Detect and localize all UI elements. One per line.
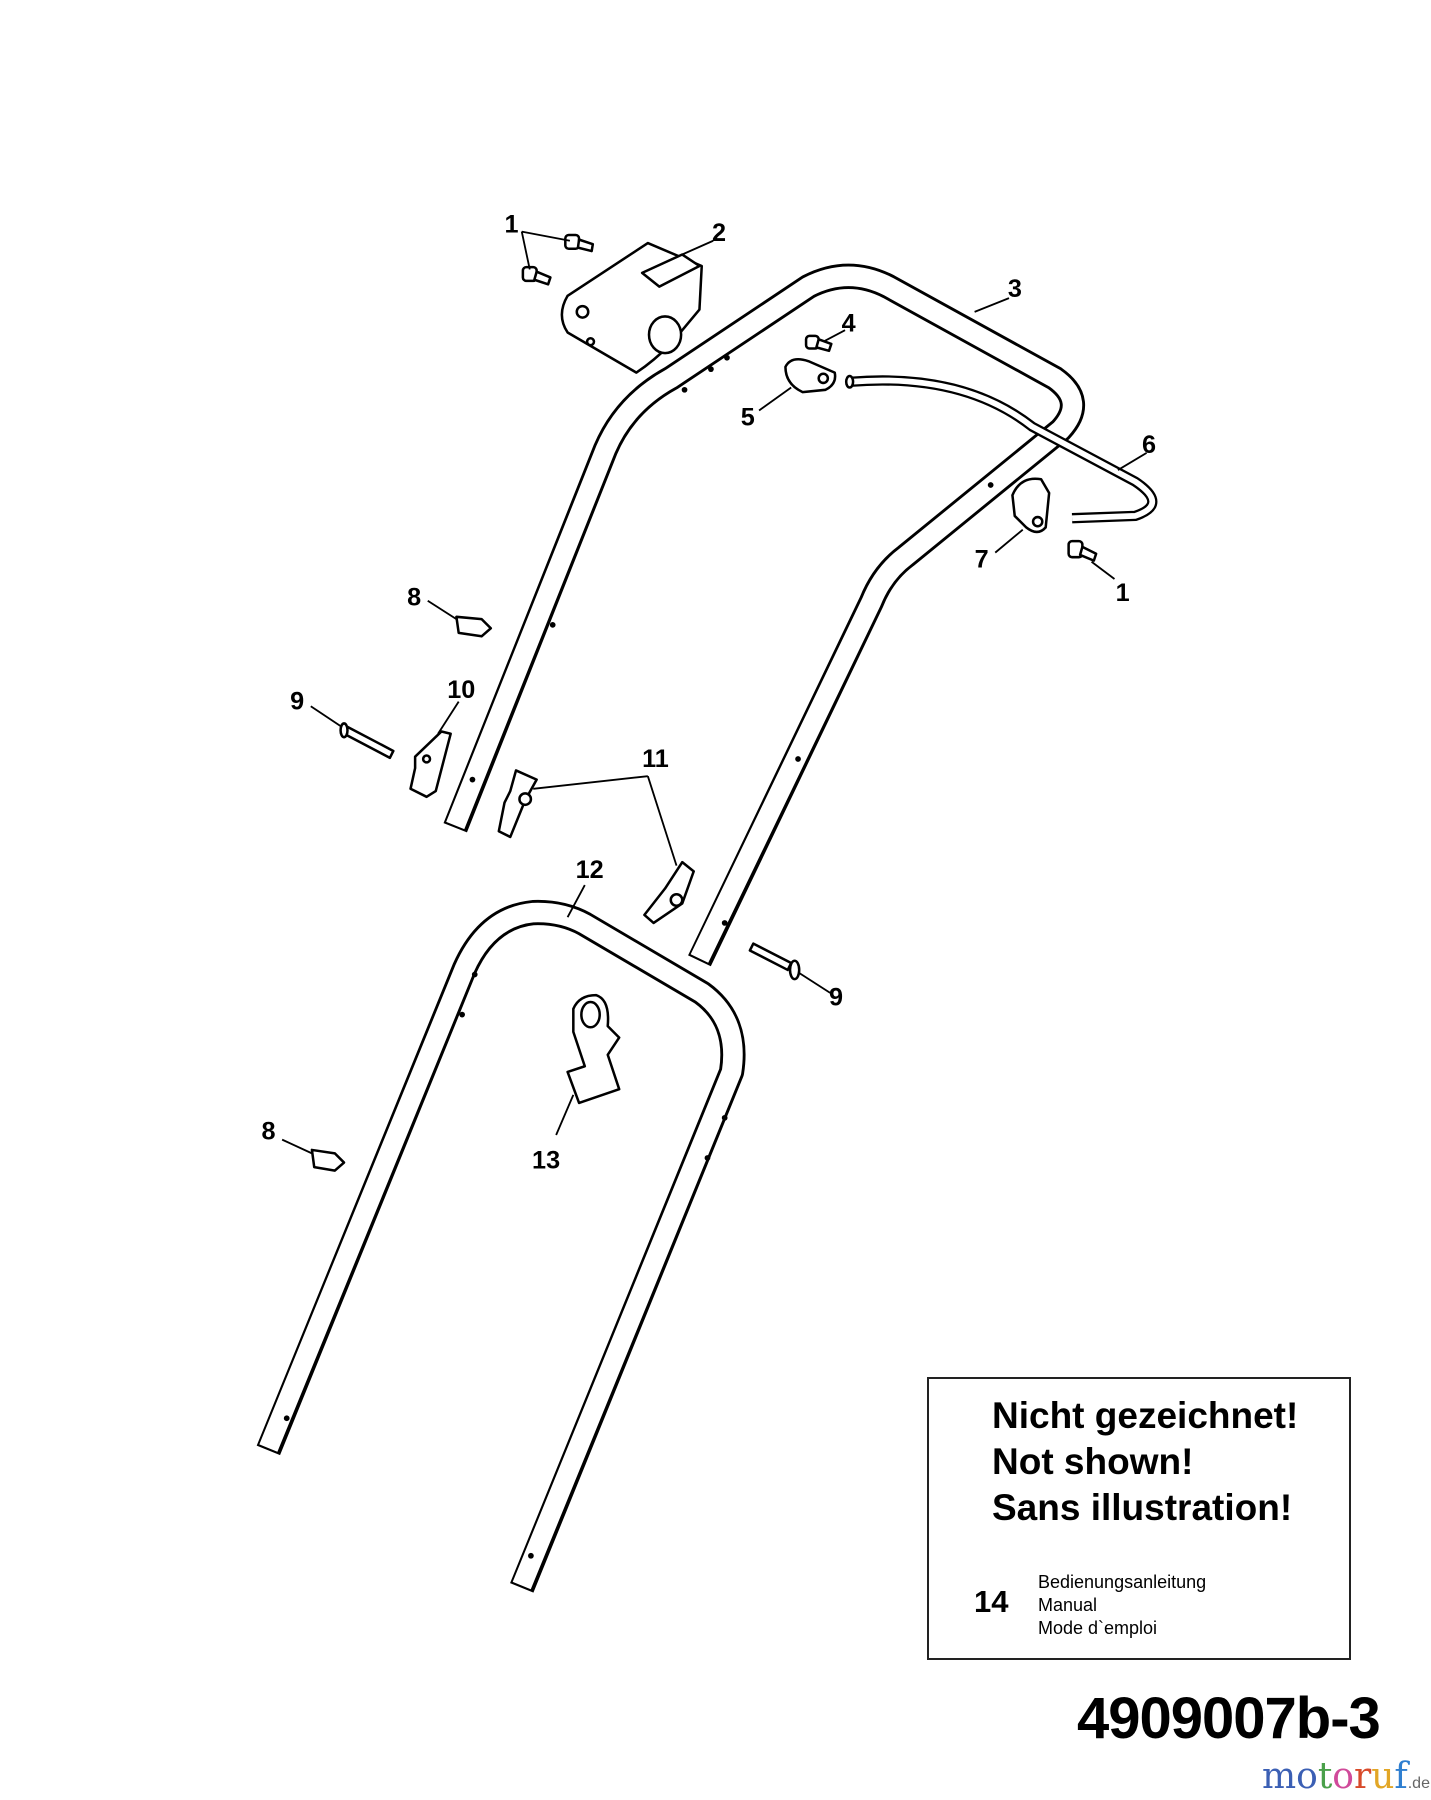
item-label-de: Bedienungsanleitung: [1038, 1572, 1207, 1592]
logo-letter: o: [1332, 1756, 1354, 1797]
note-german: Nicht gezeichnet!: [992, 1395, 1299, 1436]
callout-12: 12: [576, 856, 604, 884]
logo-letter: f: [1394, 1756, 1408, 1797]
callout-4: 4: [842, 309, 856, 337]
callout-8: 8: [407, 583, 421, 611]
callout-1: 1: [1116, 579, 1130, 607]
plug-part-8: [310, 615, 493, 1172]
bolt-part-9: [339, 722, 801, 981]
callout-5: 5: [741, 403, 755, 431]
logo-letter: u: [1371, 1756, 1395, 1797]
clip-part-5: [784, 358, 837, 394]
upper-handle-part-3: [443, 263, 1086, 967]
callout-9: 9: [829, 983, 843, 1011]
callout-7: 7: [975, 546, 989, 574]
leader-lines: [281, 230, 1148, 1155]
item-label-en: Manual: [1038, 1595, 1098, 1615]
cable-part-6: [844, 374, 1158, 524]
logo-suffix: .de: [1407, 1775, 1430, 1792]
logo-letter: m: [1262, 1756, 1297, 1797]
callout-9: 9: [290, 688, 304, 716]
callout-11: 11: [642, 745, 669, 773]
callout-3: 3: [1008, 275, 1022, 303]
item-label-fr: Mode d`emploi: [1038, 1618, 1158, 1638]
lower-handle-part-12: [256, 899, 746, 1593]
not-shown-note-box: Nicht gezeichnet! Not shown! Sans illust…: [927, 1377, 1351, 1660]
logo-letter: r: [1353, 1756, 1372, 1797]
callout-10: 10: [447, 676, 475, 704]
callout-1: 1: [505, 211, 519, 239]
diagram-code: 4909007b-3: [1077, 1686, 1381, 1751]
cover-part-2: [560, 241, 704, 374]
logo-letter: t: [1317, 1756, 1333, 1797]
callout-2: 2: [712, 219, 726, 247]
screw-part-4: [804, 334, 833, 353]
note-english: Not shown!: [992, 1441, 1194, 1482]
callout-6: 6: [1142, 431, 1156, 459]
callout-numbers: 1 2 3 4 5 6 7 1 8 9 10 11 12 9 13 8: [261, 211, 1156, 1175]
callout-8: 8: [261, 1118, 275, 1146]
holder-part-13: [566, 993, 621, 1105]
logo-letter: o: [1296, 1756, 1318, 1797]
callout-13: 13: [532, 1146, 560, 1174]
bracket-part-10: [409, 730, 452, 799]
item-number-14: 14: [974, 1584, 1009, 1619]
note-french: Sans illustration!: [992, 1487, 1293, 1528]
motoruf-watermark-logo: motoruf.de: [1262, 1756, 1430, 1800]
clip-part-7: [1011, 477, 1051, 534]
screw-part-1: [521, 233, 1098, 562]
knob-part-11: [497, 769, 695, 925]
